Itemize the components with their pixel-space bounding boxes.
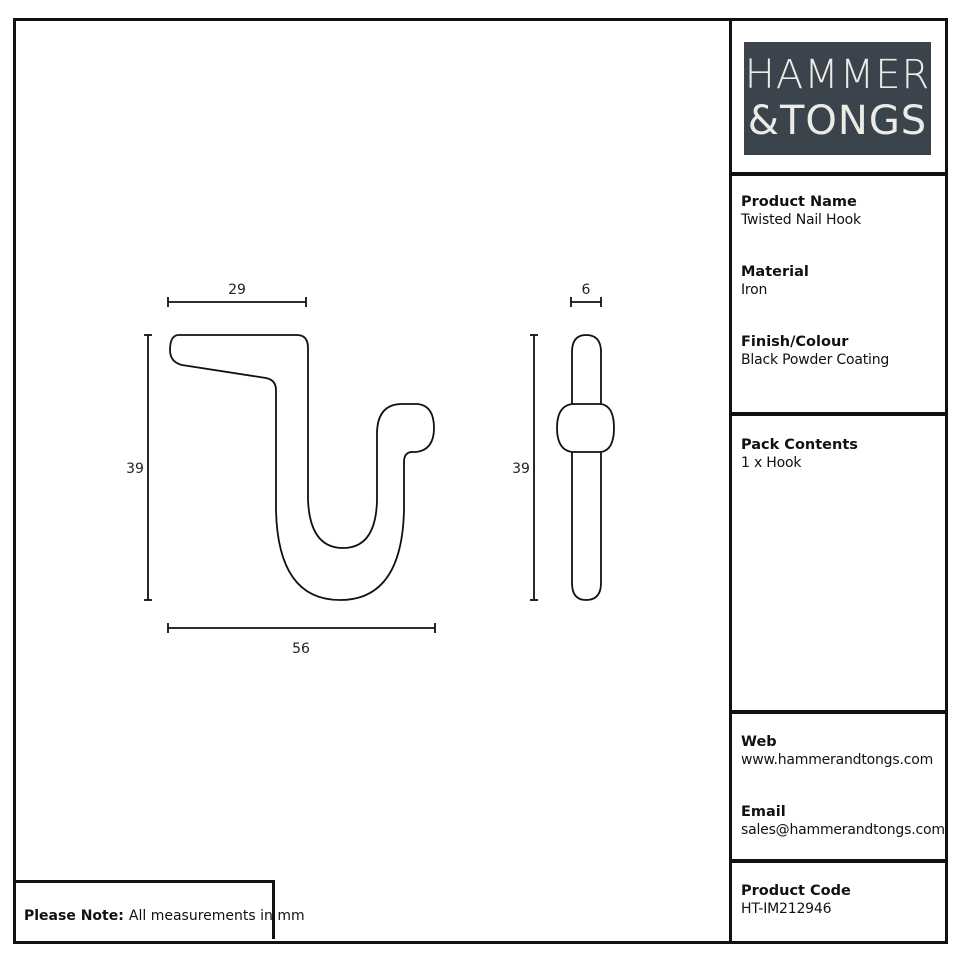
finish-value: Black Powder Coating [741,352,890,368]
brand-logo: HAMMER &TONGS [744,42,931,155]
web-label: Web [741,734,777,750]
hook-side-view [556,334,615,601]
dim-top-width: 29 [228,282,246,298]
logo-line-1: HAMMER [744,52,931,98]
finish-label: Finish/Colour [741,334,849,350]
measurement-note: Please Note: All measurements in mm [13,880,305,939]
pack-contents-label: Pack Contents [741,437,858,453]
product-name-label: Product Name [741,194,857,210]
code-section: Product Code HT-IM212946 [741,882,851,918]
note-text: All measurements in mm [128,908,305,924]
dim-height-side: 39 [512,461,530,477]
logo-line-2: &TONGS [747,98,928,144]
note-label: Please Note: [24,908,124,924]
pack-section: Pack Contents 1 x Hook [741,436,858,472]
drawing-frame [13,18,948,944]
contact-section: Web www.hammerandtongs.com Email sales@h… [741,733,945,839]
dim-side-width: 6 [582,282,591,298]
product-code-label: Product Code [741,883,851,899]
pack-contents-value: 1 x Hook [741,455,802,471]
product-name: Twisted Nail Hook [741,212,861,228]
product-section: Product Name Twisted Nail Hook Material … [741,193,889,369]
product-code-value: HT-IM212946 [741,901,832,917]
divider [729,859,945,863]
email-label: Email [741,804,786,820]
dim-height-front: 39 [126,461,144,477]
divider [729,172,945,176]
web-link[interactable]: www.hammerandtongs.com [741,752,934,768]
hook-front-view [169,334,435,601]
material-label: Material [741,264,809,280]
divider [729,710,945,714]
column-divider [729,18,732,941]
email-link[interactable]: sales@hammerandtongs.com [741,822,945,838]
material-value: Iron [741,282,768,298]
divider [729,412,945,416]
dim-total-width: 56 [292,641,310,657]
